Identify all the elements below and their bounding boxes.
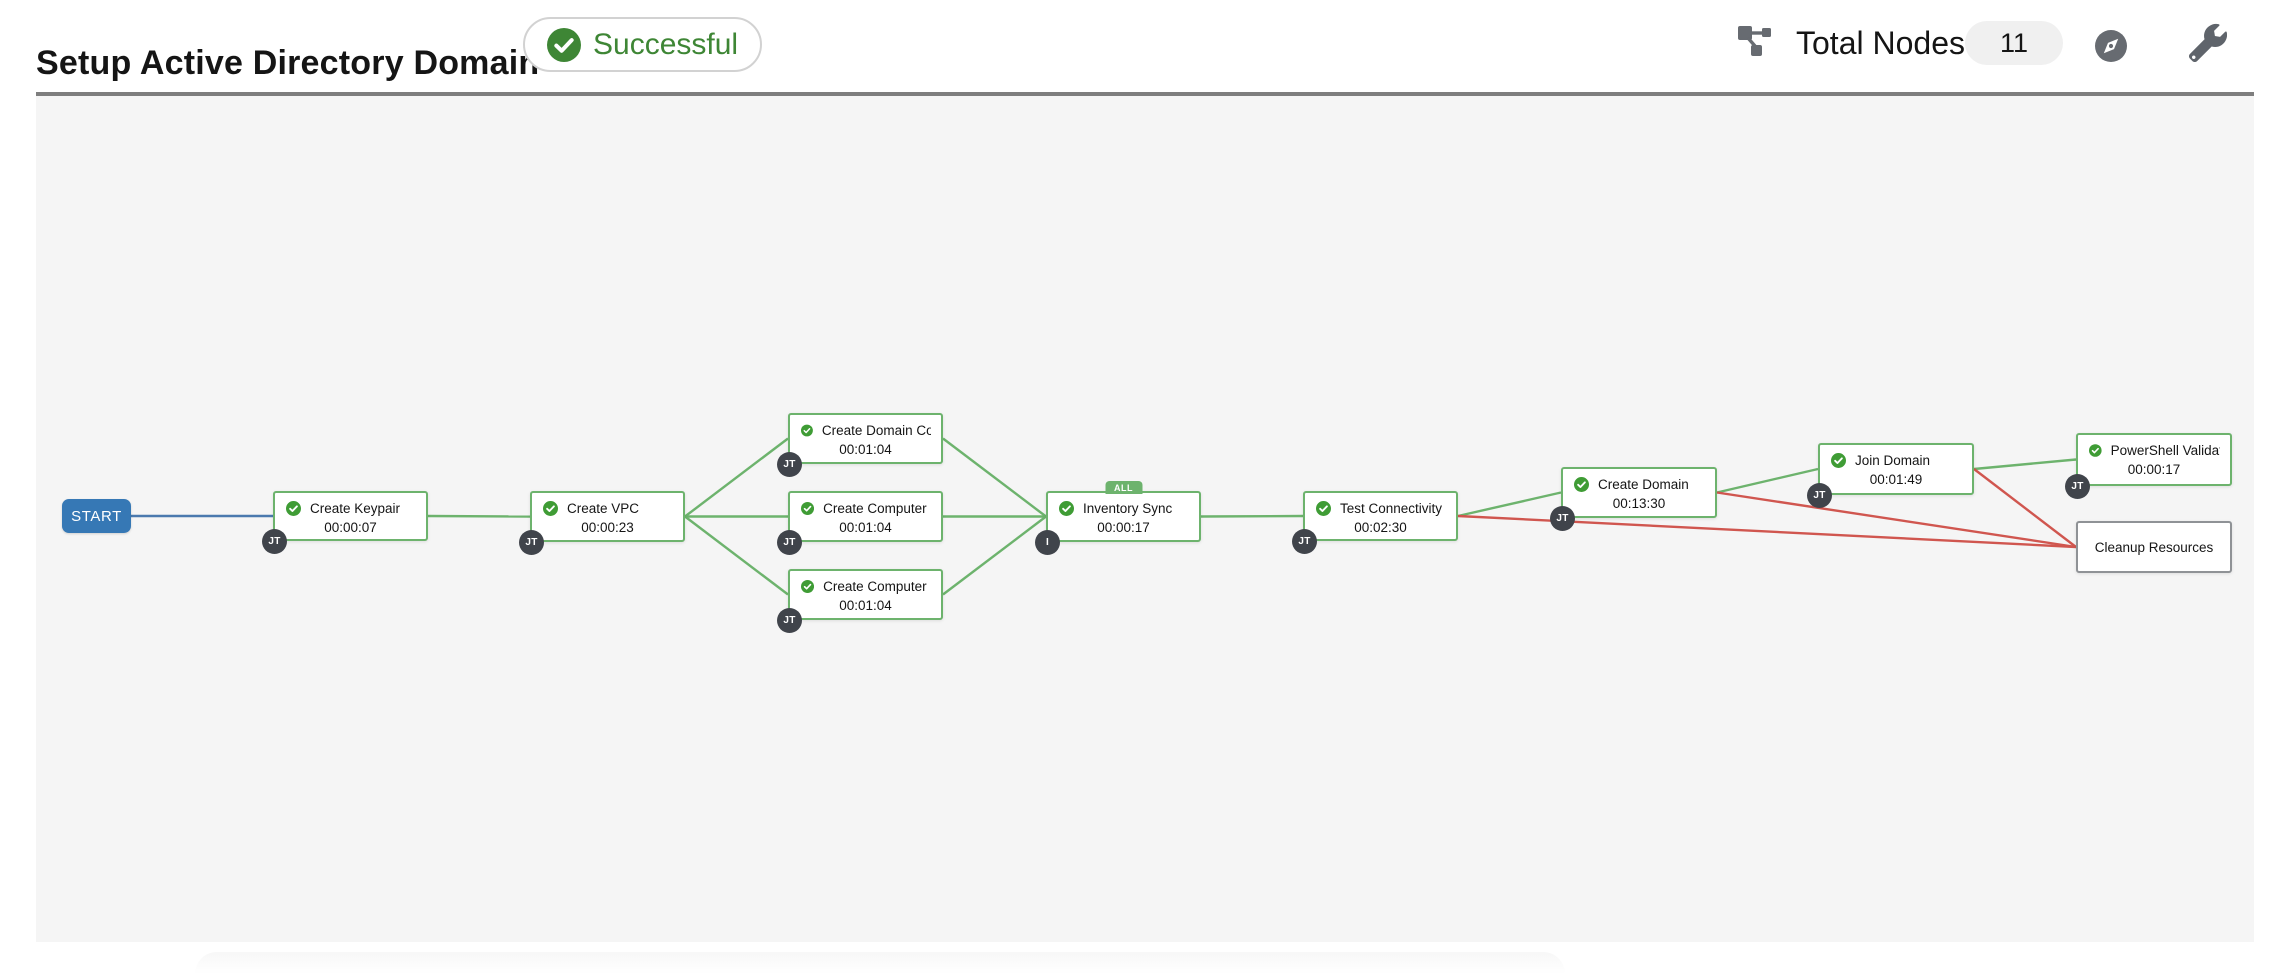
node-type-badge: I — [1035, 530, 1060, 555]
node-label: Create VPC — [567, 501, 640, 516]
node-elapsed-time: 00:01:04 — [839, 442, 892, 457]
topology-icon — [1738, 26, 1771, 56]
node-success-icon — [1574, 477, 1589, 492]
node-type-badge: JT — [1292, 529, 1317, 554]
node-all-badge: ALL — [1105, 481, 1142, 494]
compass-icon — [2095, 30, 2127, 62]
node-type-badge: JT — [1807, 483, 1832, 508]
header-divider — [36, 92, 2254, 96]
wrench-icon — [2189, 23, 2228, 63]
workflow-node-inventory-sync[interactable]: Inventory Sync 00:00:17 ALL I — [1035, 481, 1201, 555]
node-elapsed-time: 00:00:17 — [1097, 520, 1150, 535]
node-label: PowerShell Validation — [2110, 443, 2220, 458]
start-node-label: START — [71, 507, 122, 525]
node-elapsed-time: 00:02:30 — [1354, 520, 1407, 535]
node-type-badge: JT — [262, 529, 287, 554]
node-elapsed-time: 00:01:04 — [839, 520, 892, 535]
legend-compass-button[interactable] — [2095, 30, 2127, 62]
node-type-badge: JT — [519, 530, 544, 555]
tools-wrench-button[interactable] — [2189, 23, 2228, 63]
node-elapsed-time: 00:13:30 — [1612, 496, 1666, 511]
node-success-icon — [801, 424, 813, 437]
node-success-icon — [801, 579, 815, 594]
node-elapsed-time: 00:01:04 — [839, 598, 892, 613]
node-type-badge: JT — [777, 452, 802, 477]
workflow-node-cleanup-resources[interactable]: Cleanup Resources — [2076, 521, 2232, 573]
total-nodes-count: 11 — [1999, 27, 2029, 58]
total-nodes-label: Total Nodes — [1796, 25, 1965, 61]
node-success-icon — [1059, 501, 1074, 516]
node-success-icon — [801, 501, 815, 516]
node-success-icon — [1831, 453, 1846, 468]
node-label: Create Computer (2) — [823, 579, 931, 594]
node-type-badge: JT — [777, 530, 802, 555]
success-check-icon — [547, 27, 581, 62]
node-success-icon — [543, 501, 558, 516]
node-type-badge: JT — [1550, 506, 1575, 531]
node-label: Cleanup Resources — [2094, 539, 2214, 555]
node-label: Create Domain Contr... — [821, 423, 931, 438]
node-label: Join Domain — [1855, 453, 1931, 468]
node-success-icon — [2089, 444, 2102, 457]
node-elapsed-time: 00:01:49 — [1869, 472, 1923, 487]
node-label: Test Connectivity — [1340, 501, 1443, 516]
node-elapsed-time: 00:00:07 — [324, 520, 377, 535]
node-label: Create Domain — [1598, 477, 1689, 492]
node-label: Inventory Sync — [1083, 501, 1173, 516]
total-nodes-count-badge: 11 — [1965, 21, 2063, 65]
status-label: Successful — [593, 27, 739, 61]
start-node[interactable]: START — [62, 499, 131, 533]
node-label: Create Computer (1) — [823, 501, 931, 516]
node-elapsed-time: 00:00:23 — [581, 520, 634, 535]
node-success-icon — [1316, 501, 1331, 516]
node-elapsed-time: 00:00:17 — [2127, 462, 2181, 477]
status-badge: Successful — [523, 17, 763, 72]
page-title: Setup Active Directory Domain — [36, 43, 540, 82]
bottom-panel-shadow — [195, 952, 1565, 974]
node-label: Create Keypair — [310, 501, 401, 516]
node-type-badge: JT — [2065, 474, 2090, 499]
node-success-icon — [286, 501, 301, 516]
node-type-badge: JT — [777, 608, 802, 633]
